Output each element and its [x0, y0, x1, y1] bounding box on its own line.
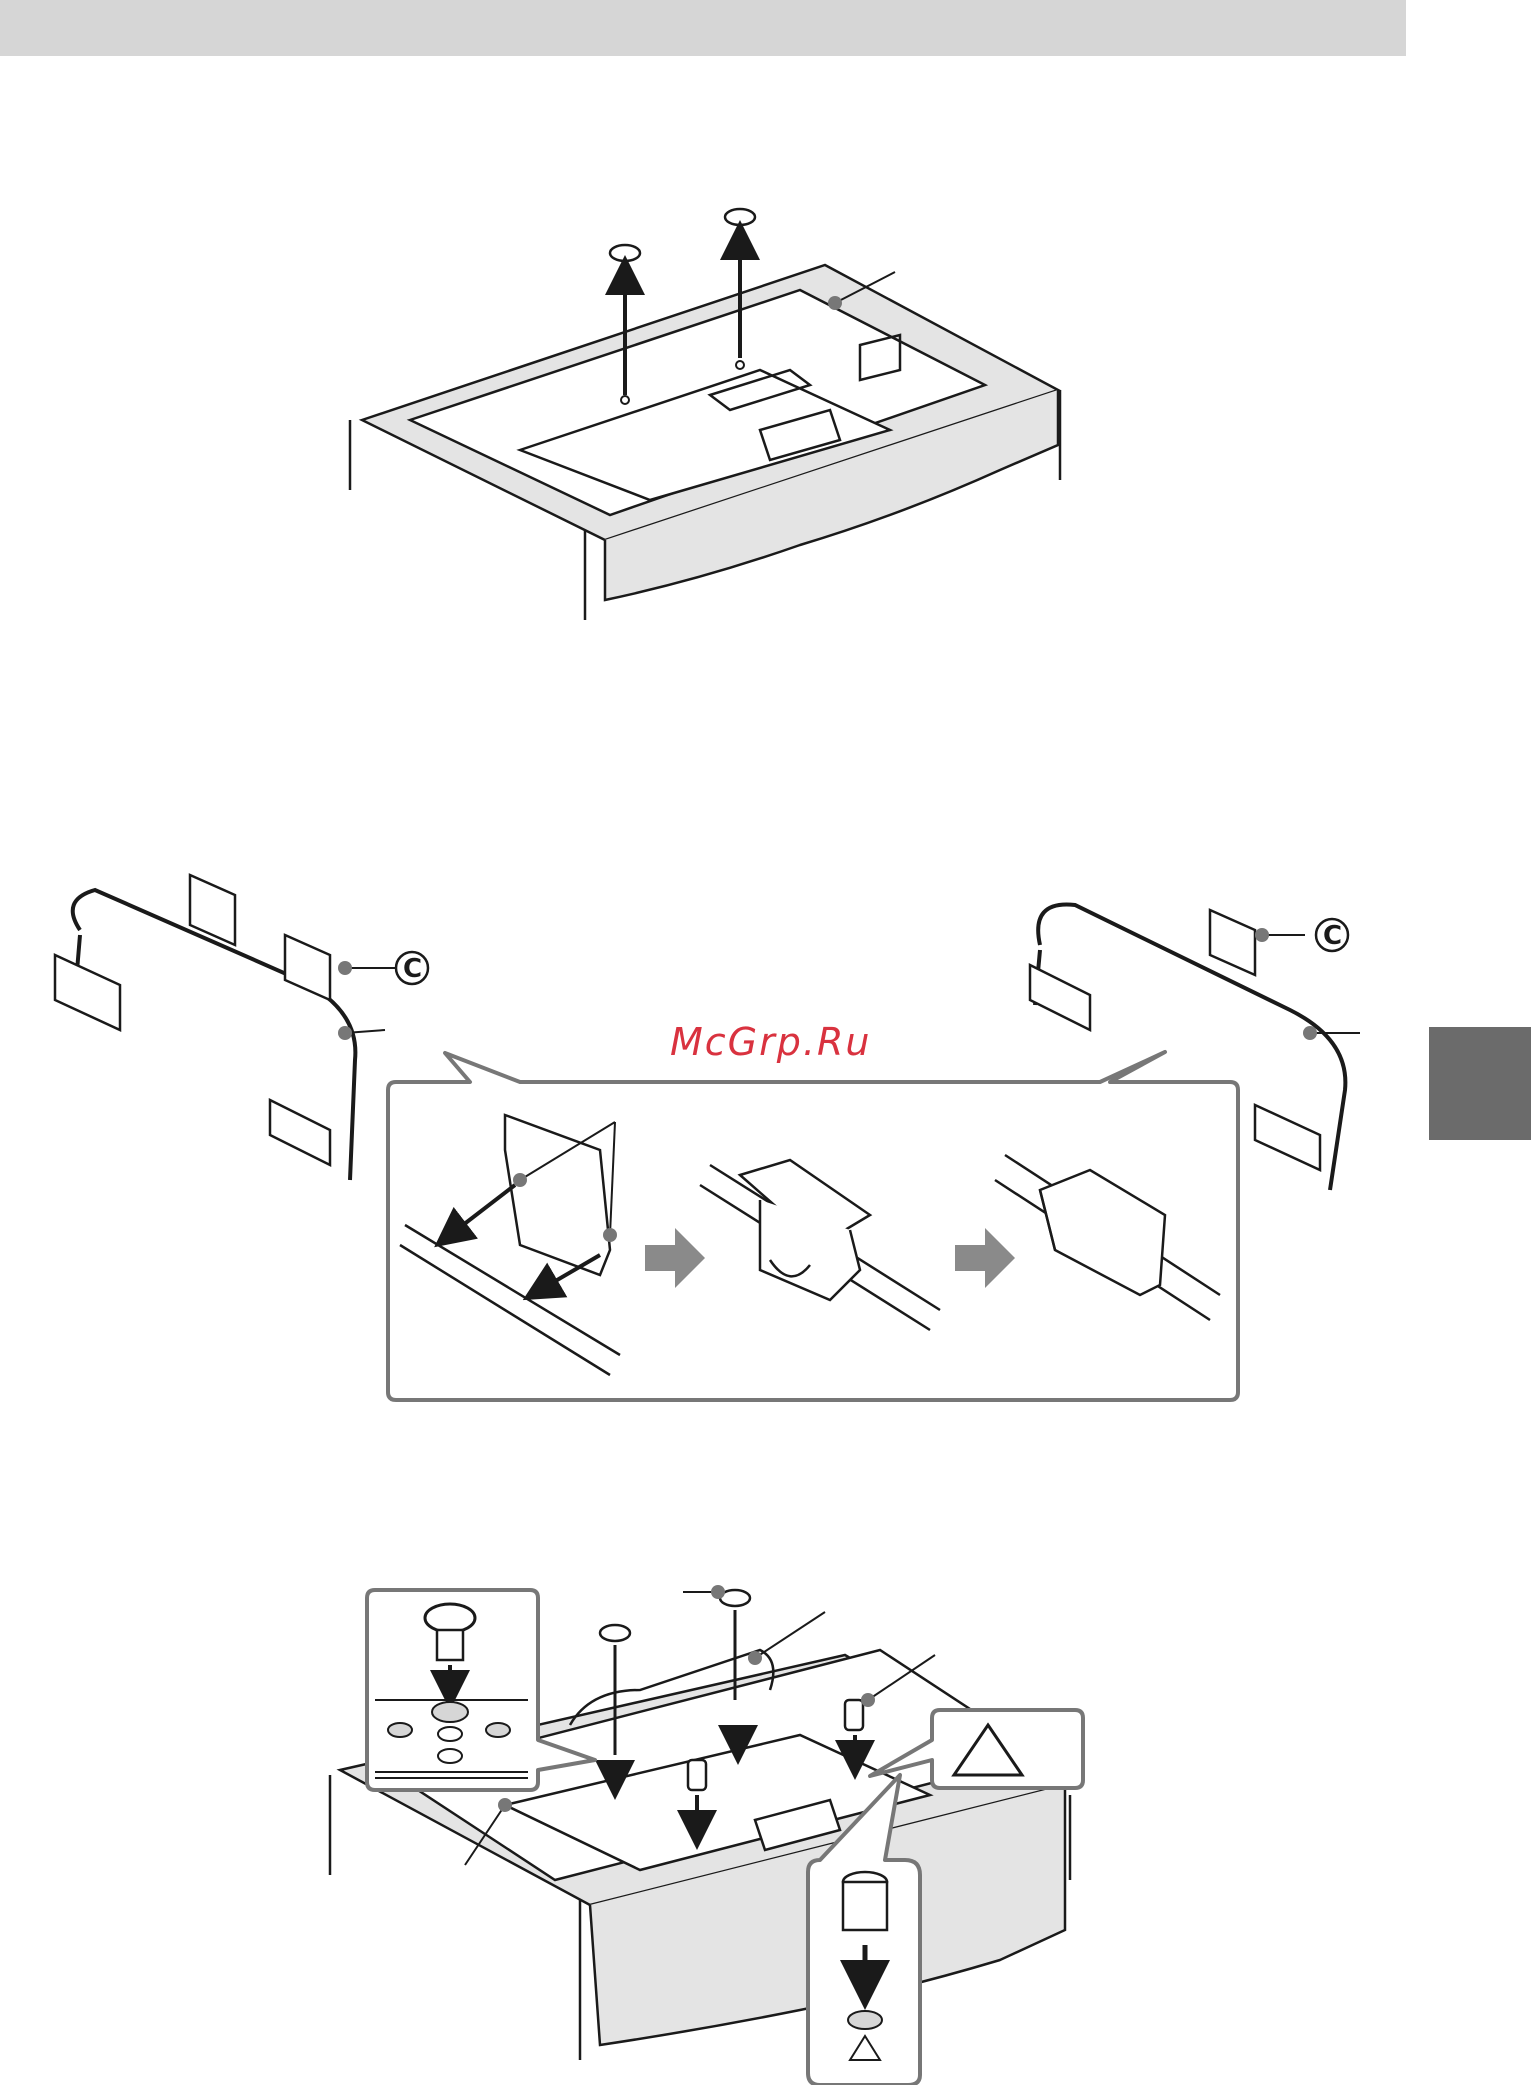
callout-c-left: C — [403, 954, 422, 984]
hook-marker-2 — [603, 1228, 617, 1242]
watermark: McGrp.Ru — [670, 1020, 871, 1064]
stand-frame-left — [55, 875, 355, 1180]
hook-marker-1 — [513, 1173, 527, 1187]
figure-remove-screws — [350, 265, 1060, 620]
clamp-detail-panel — [388, 1052, 1238, 1400]
callout-c-right: C — [1323, 921, 1342, 951]
screw-inset-panel — [367, 1590, 595, 1790]
